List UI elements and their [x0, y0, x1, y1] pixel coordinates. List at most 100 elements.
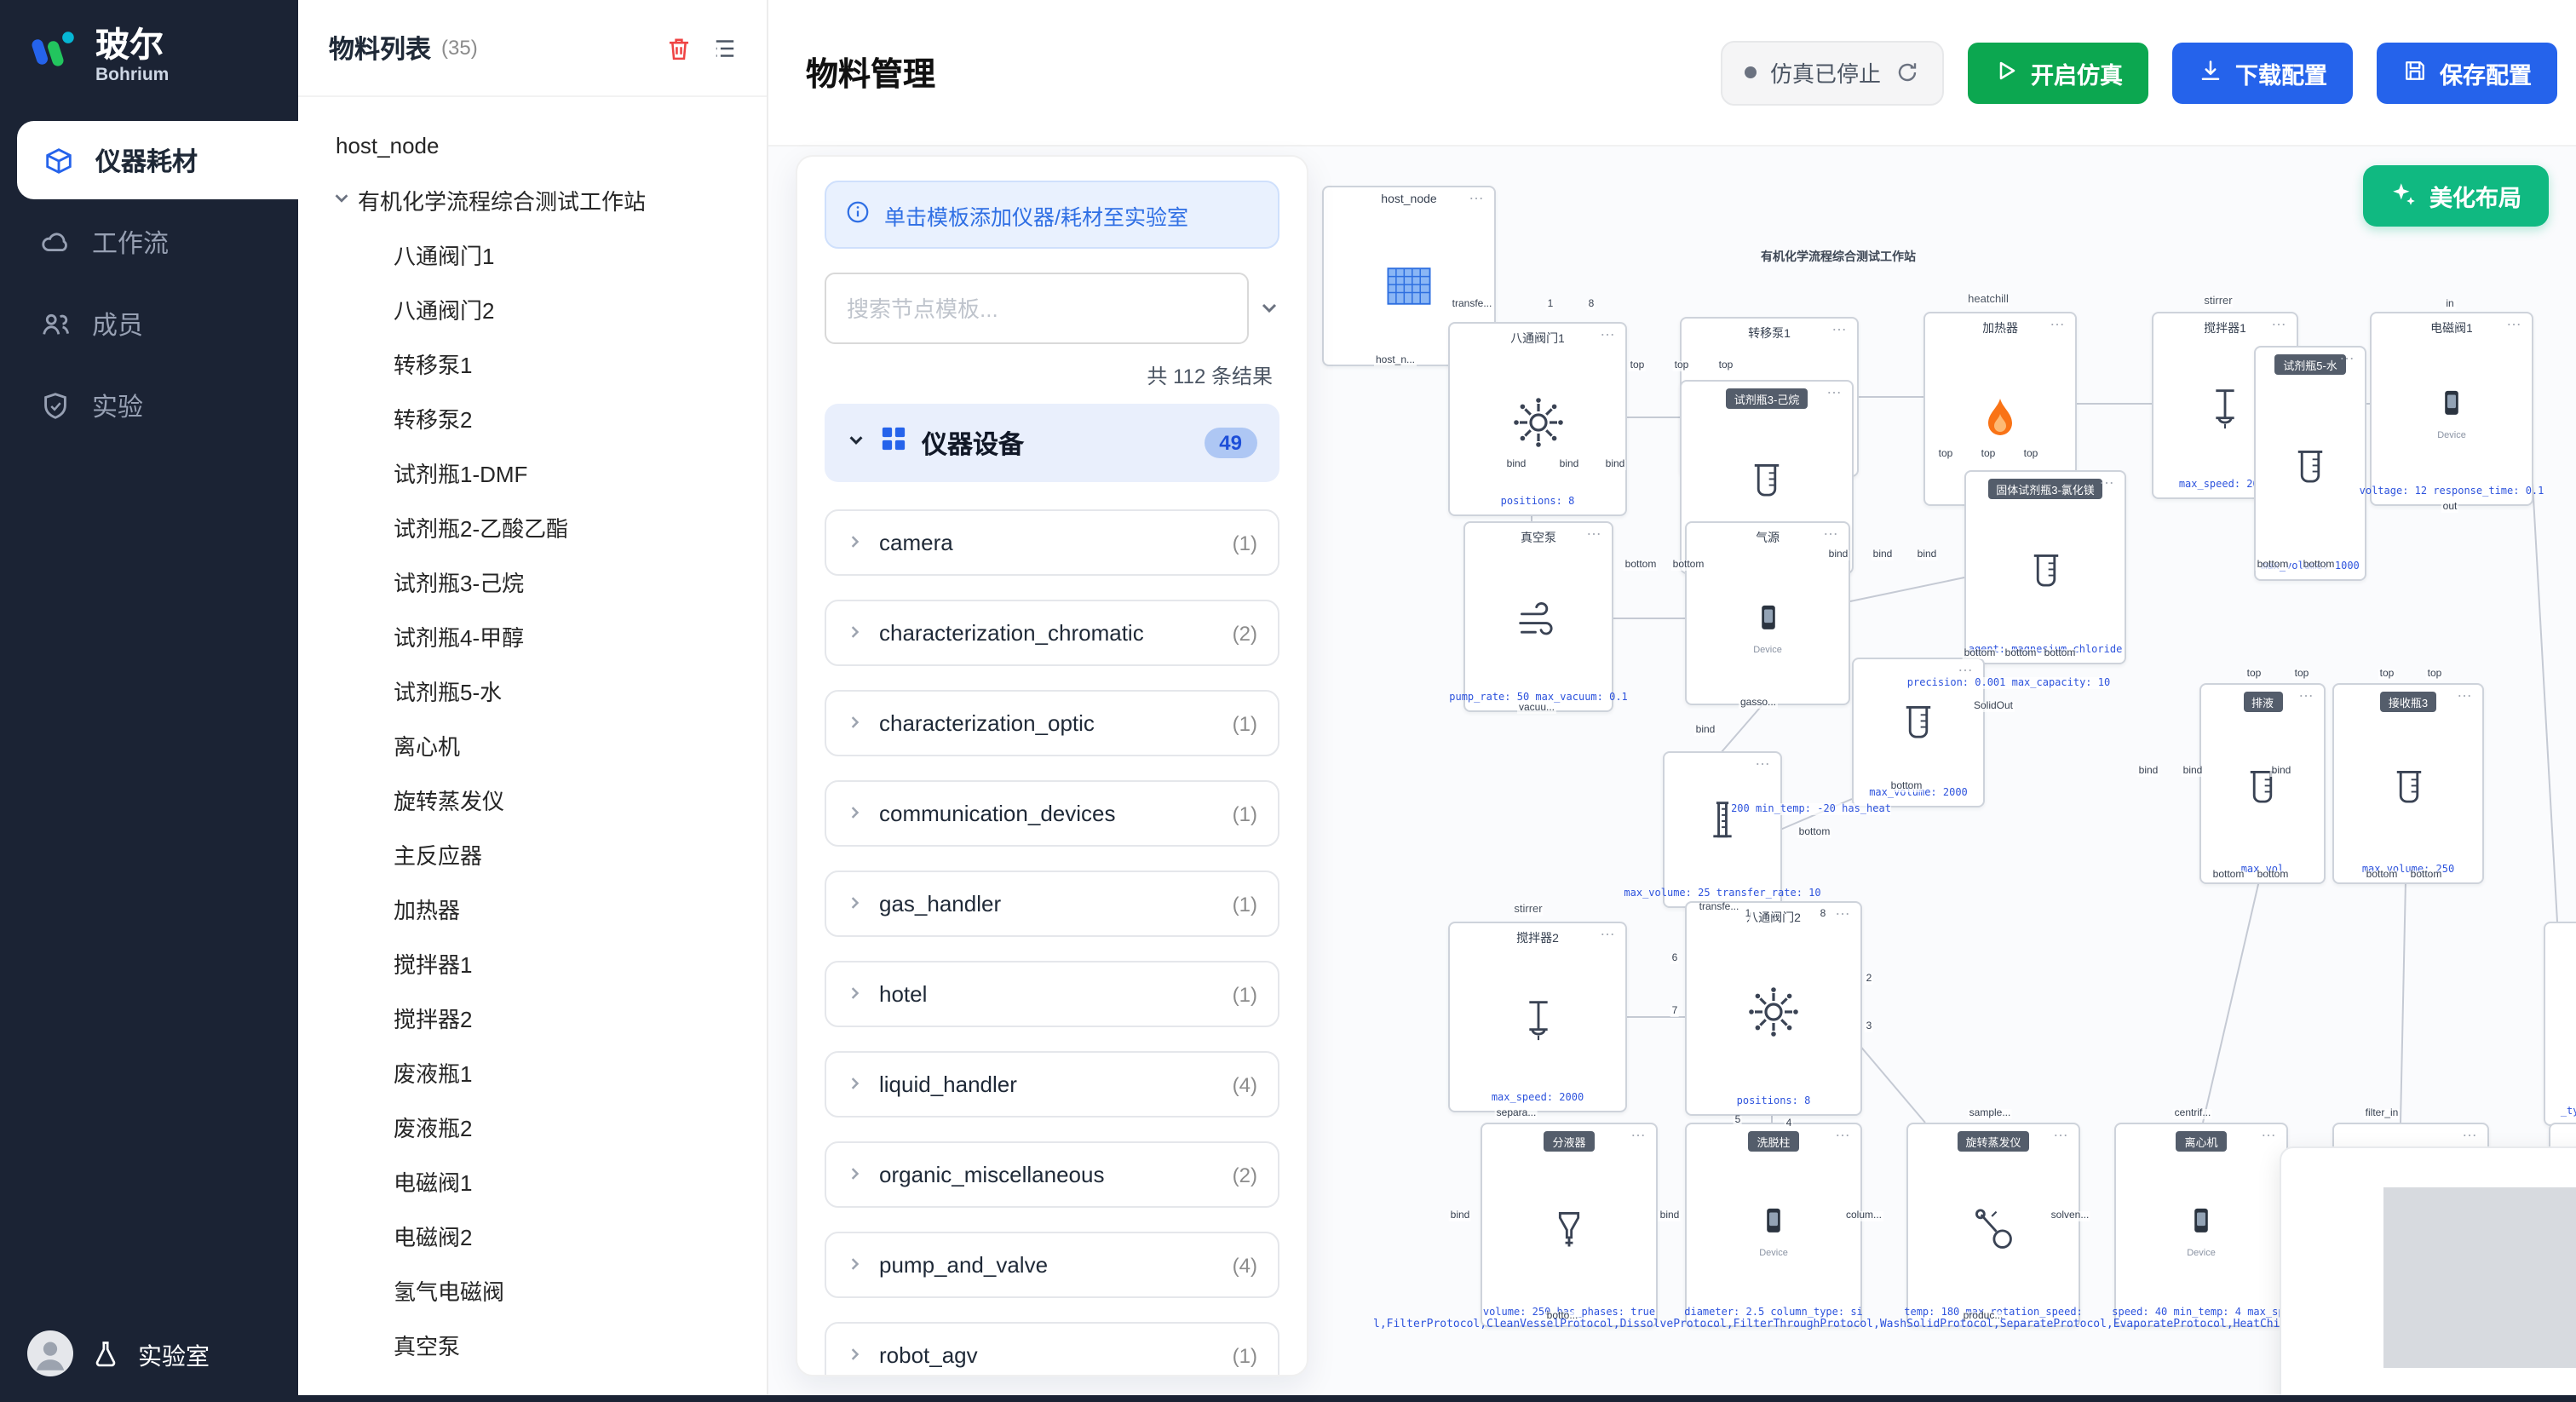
tree-item[interactable]: 试剂瓶2-乙酸乙酯: [394, 515, 569, 541]
download-config-button[interactable]: 下载配置: [2172, 42, 2353, 103]
node-menu-icon[interactable]: …: [1826, 380, 1843, 397]
node-menu-icon[interactable]: …: [1835, 901, 1852, 918]
tree-item[interactable]: 试剂瓶5-水: [394, 679, 503, 704]
tree-item[interactable]: 废液瓶1: [394, 1060, 473, 1086]
node-menu-icon[interactable]: …: [1586, 521, 1603, 538]
template-group-organic_miscellaneous[interactable]: organic_miscellaneous(2): [825, 1141, 1279, 1208]
tree-item[interactable]: 旋转蒸发仪: [394, 788, 505, 813]
template-group-hotel[interactable]: hotel(1): [825, 961, 1279, 1027]
nav-item-实验[interactable]: 实验: [0, 366, 298, 445]
minimap-viewport[interactable]: [2383, 1187, 2576, 1368]
start-simulation-button[interactable]: 开启仿真: [1968, 42, 2148, 103]
node-menu-icon[interactable]: …: [2457, 683, 2474, 700]
node-menu-icon[interactable]: …: [2053, 1123, 2070, 1140]
node-menu-icon[interactable]: …: [1755, 751, 1772, 768]
node-menu-icon[interactable]: …: [1835, 1123, 1852, 1140]
tree-item[interactable]: 搅拌器1: [394, 951, 473, 977]
brand-name: 玻尔: [95, 27, 164, 65]
nav-item-仪器耗材[interactable]: 仪器耗材: [17, 121, 298, 199]
tree-item[interactable]: 电磁阀2: [394, 1224, 473, 1250]
tree-item[interactable]: 转移泵1: [394, 352, 473, 377]
tree-item[interactable]: 加热器: [394, 897, 461, 922]
node-menu-icon[interactable]: …: [1831, 317, 1849, 334]
template-group-characterization_chromatic[interactable]: characterization_chromatic(2): [825, 600, 1279, 666]
delete-icon[interactable]: [664, 33, 693, 62]
outline-list-icon[interactable]: [710, 33, 739, 62]
collapse-chevron-icon[interactable]: [1259, 298, 1279, 319]
node-params: _type: hydrogen: [2560, 1106, 2576, 1118]
canvas-node-untitled[interactable]: …max_volume: 25 transfer_rate: 10: [1624, 751, 1821, 908]
template-group-liquid_handler[interactable]: liquid_handler(4): [825, 1051, 1279, 1118]
brand[interactable]: 玻尔 Bohrium: [0, 0, 298, 121]
node-title: 电磁阀1: [2430, 324, 2473, 336]
save-config-button[interactable]: 保存配置: [2377, 42, 2557, 103]
beautify-layout-button[interactable]: 美化布局: [2363, 165, 2549, 227]
node-title: 试剂瓶3-己烷: [1725, 388, 1808, 409]
tree-item[interactable]: 试剂瓶4-甲醇: [394, 624, 525, 650]
node-menu-icon[interactable]: …: [2099, 470, 2116, 487]
node-menu-icon[interactable]: …: [2339, 346, 2356, 363]
chevron-right-icon: [847, 618, 864, 648]
node-menu-icon[interactable]: …: [2462, 1123, 2479, 1140]
tree-group-workstation[interactable]: 有机化学流程综合测试工作站: [298, 172, 767, 227]
nav-footer[interactable]: 实验室: [0, 1330, 298, 1382]
node-menu-icon[interactable]: …: [1600, 322, 1617, 339]
tree-item[interactable]: 氢气电磁阀: [394, 1278, 505, 1304]
node-menu-icon[interactable]: …: [1600, 922, 1617, 939]
tree-item[interactable]: 试剂瓶3-己烷: [394, 570, 525, 595]
template-group-camera[interactable]: camera(1): [825, 509, 1279, 576]
tree-item[interactable]: 搅拌器2: [394, 1006, 473, 1031]
template-group-communication_devices[interactable]: communication_devices(1): [825, 780, 1279, 847]
tree-item[interactable]: 八通阀门1: [394, 243, 495, 268]
node-menu-icon[interactable]: …: [1469, 186, 1486, 203]
node-menu-icon[interactable]: …: [1823, 521, 1840, 538]
node-menu-icon[interactable]: …: [2261, 1123, 2278, 1140]
tree-item[interactable]: 离心机: [394, 733, 461, 759]
node-menu-icon[interactable]: …: [1958, 658, 1975, 675]
tree-item[interactable]: 转移泵2: [394, 406, 473, 432]
tree-item[interactable]: 八通阀门2: [394, 297, 495, 323]
node-params: max_volume: 1000: [2261, 560, 2360, 572]
tree-item[interactable]: 电磁阀1: [394, 1169, 473, 1195]
tree-item[interactable]: 废液瓶2: [394, 1115, 473, 1141]
avatar[interactable]: [27, 1330, 73, 1382]
node-menu-icon[interactable]: …: [2506, 312, 2523, 329]
node-title: 真空泵: [1521, 533, 1556, 545]
nav-item-工作流[interactable]: 工作流: [0, 203, 298, 281]
template-search-input[interactable]: [825, 273, 1249, 344]
status-dot-icon: [1744, 66, 1757, 78]
template-group-gas_handler[interactable]: gas_handler(1): [825, 871, 1279, 937]
canvas-node-氢气气源[interactable]: …氢气气源Device_type: hydrogen: [2544, 922, 2576, 1126]
canvas-node-untitled[interactable]: …max_volume: 2000: [1852, 658, 1985, 807]
template-group-characterization_optic[interactable]: characterization_optic(1): [825, 690, 1279, 756]
tree-item-host-node[interactable]: host_node: [336, 132, 440, 158]
tree-item[interactable]: 真空泵: [394, 1333, 461, 1359]
node-menu-icon[interactable]: …: [2271, 312, 2288, 329]
template-group-robot_agv[interactable]: robot_agv(1): [825, 1322, 1279, 1375]
refresh-icon[interactable]: [1895, 60, 1920, 85]
tree-item[interactable]: 试剂瓶1-DMF: [394, 461, 528, 486]
tree-item[interactable]: 主反应器: [394, 842, 483, 868]
node-menu-icon[interactable]: …: [2050, 312, 2067, 329]
minimap[interactable]: [2280, 1146, 2576, 1395]
template-group-pump_and_valve[interactable]: pump_and_valve(4): [825, 1232, 1279, 1298]
node-params: max_speed: 2000: [2178, 479, 2272, 491]
node-menu-icon[interactable]: …: [2298, 683, 2315, 700]
category-instruments[interactable]: 仪器设备 49: [825, 404, 1279, 482]
nav-item-成员[interactable]: 成员: [0, 284, 298, 363]
node-menu-icon[interactable]: …: [1630, 1123, 1647, 1140]
